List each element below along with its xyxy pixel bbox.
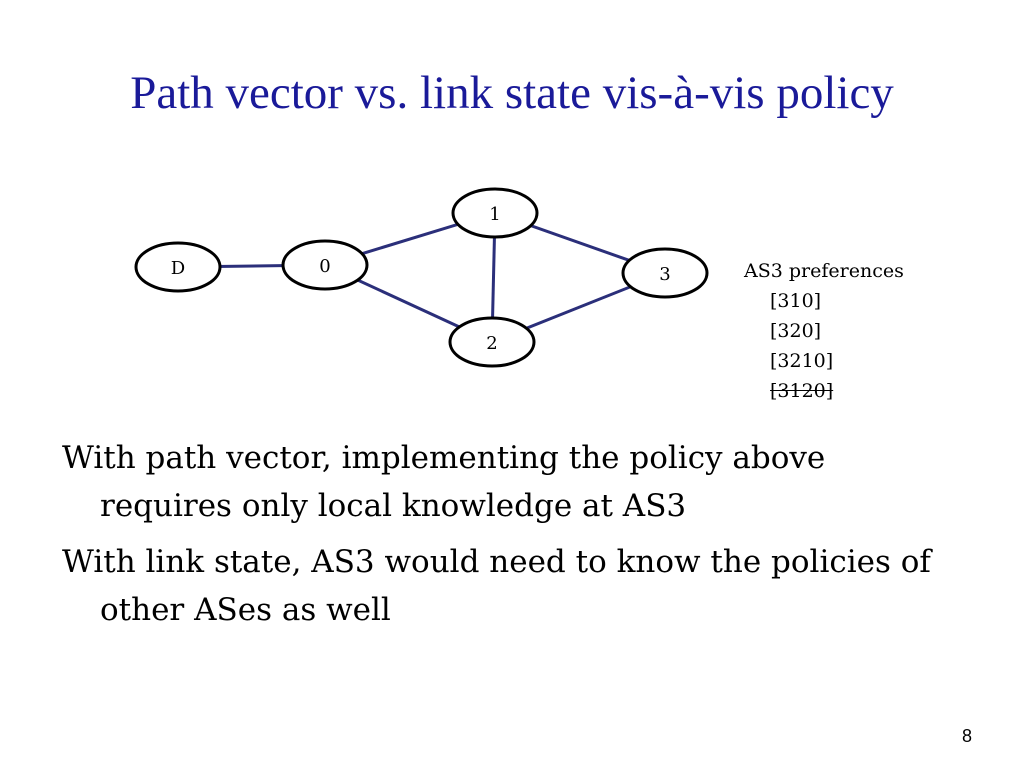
node-D: D — [134, 241, 222, 293]
node-label: 3 — [659, 264, 670, 285]
preference-item: [3210] — [744, 346, 1004, 376]
node-ellipse — [451, 187, 539, 239]
preferences-heading: AS3 preferences — [744, 260, 904, 282]
bullet-point: With path vector, implementing the polic… — [62, 440, 826, 524]
page-number: 8 — [961, 726, 972, 746]
slide-title: Path vector vs. link state vis-à-vis pol… — [130, 67, 894, 119]
preference-path: [3210] — [770, 350, 834, 372]
preference-item: [3120] — [744, 376, 1004, 406]
preference-item: [310] — [744, 286, 1004, 316]
diagram-nodes: D 0 1 2 3 — [134, 187, 709, 368]
node-label: 0 — [319, 256, 330, 277]
node-2: 2 — [448, 316, 536, 368]
node-3: 3 — [621, 247, 709, 299]
node-ellipse — [621, 247, 709, 299]
diagram-edges — [177, 211, 666, 344]
node-ellipse — [281, 239, 369, 291]
as3-preferences: AS3 preferences [310] [320] [3210] [3120… — [744, 256, 1004, 406]
node-ellipse — [134, 241, 222, 293]
slide-body: With path vector, implementing the polic… — [62, 434, 962, 642]
node-ellipse — [448, 316, 536, 368]
node-label: D — [171, 258, 185, 279]
preference-path: [320] — [770, 320, 822, 342]
preference-path: [3120] — [770, 380, 834, 402]
bullet-point: With link state, AS3 would need to know … — [62, 544, 931, 628]
node-label: 2 — [486, 333, 497, 354]
node-1: 1 — [451, 187, 539, 239]
node-label: 1 — [489, 204, 500, 225]
preference-item: [320] — [744, 316, 1004, 346]
preference-path: [310] — [770, 290, 822, 312]
node-0: 0 — [281, 239, 369, 291]
